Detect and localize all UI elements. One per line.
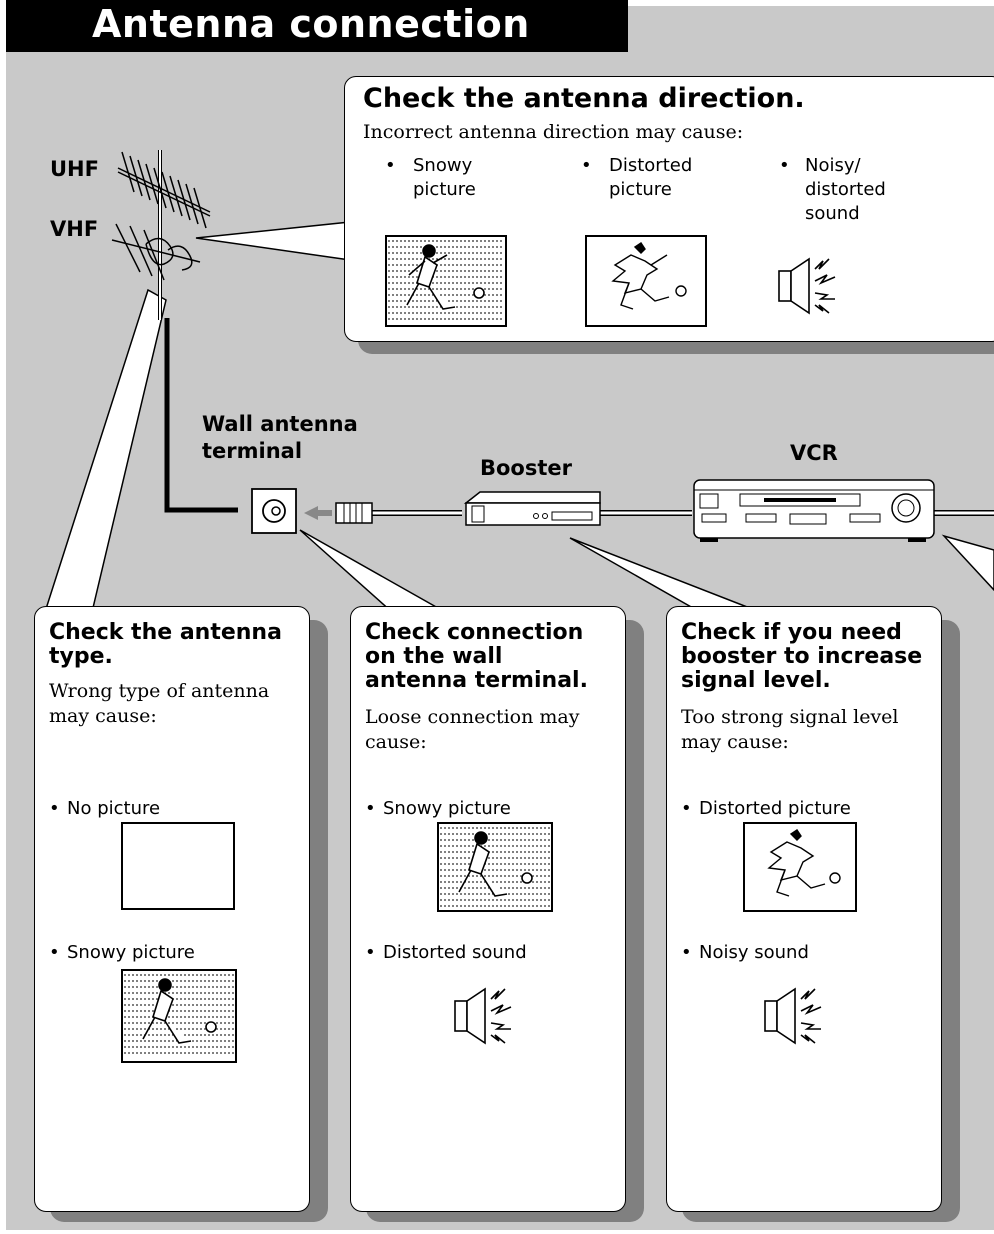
top-item3-line2: distorted — [805, 179, 886, 200]
panel2-heading-line3: antenna terminal. — [365, 668, 588, 693]
vcr-label: VCR — [790, 441, 838, 465]
coax-plug-icon — [304, 502, 373, 524]
top-item2-line2: picture — [609, 179, 672, 200]
panel3-intro-line1: Too strong signal level — [681, 706, 899, 728]
snowy-picture-icon — [437, 822, 553, 912]
top-item1-bullet: • — [385, 155, 396, 176]
top-item3-line3: sound — [805, 203, 860, 224]
panel1-pointer — [43, 288, 167, 613]
top-item1-line2: picture — [413, 179, 476, 200]
wall-terminal-label-line1: Wall antenna — [202, 412, 358, 436]
vhf-label: VHF — [50, 217, 99, 241]
blank-screen-icon — [121, 822, 235, 910]
title-bar: Antenna connection — [6, 0, 628, 52]
antenna-type-panel: Check the antenna type. Wrong type of an… — [34, 606, 310, 1212]
uhf-label: UHF — [50, 157, 99, 181]
panel2-intro-line2: cause: — [365, 731, 427, 753]
top-item3-line1: Noisy/ — [805, 155, 861, 176]
wall-terminal-label-line2: terminal — [202, 439, 303, 463]
panel3-pointer — [569, 537, 761, 613]
panel1-heading-line2: type. — [49, 644, 113, 669]
vcr-pointer — [941, 534, 994, 592]
panel3-item1: •Distorted picture — [681, 798, 851, 819]
booster-panel: Check if you need booster to increase si… — [666, 606, 942, 1212]
top-item2-line1: Distorted — [609, 155, 693, 176]
antenna-cable — [164, 318, 238, 513]
panel2-item2: •Distorted sound — [365, 942, 527, 963]
wall-terminal-icon — [251, 488, 297, 534]
noisy-speaker-icon — [764, 987, 822, 1045]
panel3-heading-line3: signal level. — [681, 668, 831, 693]
panel2-heading-line2: on the wall — [365, 644, 503, 669]
snowy-picture-icon — [121, 969, 237, 1063]
antenna-icon — [111, 150, 211, 320]
top-item3-bullet: • — [779, 155, 790, 176]
wall-terminal-panel: Check connection on the wall antenna ter… — [350, 606, 626, 1212]
panel1-item2: •Snowy picture — [49, 942, 195, 963]
panel1-item1: •No picture — [49, 798, 161, 819]
panel2-item1: •Snowy picture — [365, 798, 511, 819]
distorted-picture-icon — [585, 235, 707, 327]
panel3-intro-line2: may cause: — [681, 731, 789, 753]
noisy-speaker-icon — [778, 257, 836, 315]
top-callout: Check the antenna direction. Incorrect a… — [344, 76, 994, 342]
distorted-picture-icon — [743, 822, 857, 912]
panel2-heading-line1: Check connection — [365, 620, 584, 645]
booster-label: Booster — [480, 456, 572, 480]
panel1-intro-line1: Wrong type of antenna — [49, 680, 270, 702]
top-item1-line1: Snowy — [413, 155, 473, 176]
top-item2-bullet: • — [581, 155, 592, 176]
top-callout-pointer — [195, 221, 351, 261]
panel3-heading-line1: Check if you need — [681, 620, 902, 645]
panel1-intro-line2: may cause: — [49, 705, 157, 727]
panel3-heading-line2: booster to increase — [681, 644, 923, 669]
panel2-pointer — [299, 529, 448, 613]
panel3-item2: •Noisy sound — [681, 942, 809, 963]
booster-icon — [463, 491, 601, 526]
snowy-picture-icon — [385, 235, 507, 327]
page-title: Antenna connection — [92, 2, 530, 46]
noisy-speaker-icon — [454, 987, 512, 1045]
vcr-icon — [693, 479, 935, 542]
panel2-intro-line1: Loose connection may — [365, 706, 580, 728]
top-callout-intro: Incorrect antenna direction may cause: — [363, 121, 744, 143]
top-callout-heading: Check the antenna direction. — [363, 83, 805, 114]
panel1-heading-line1: Check the antenna — [49, 620, 282, 645]
